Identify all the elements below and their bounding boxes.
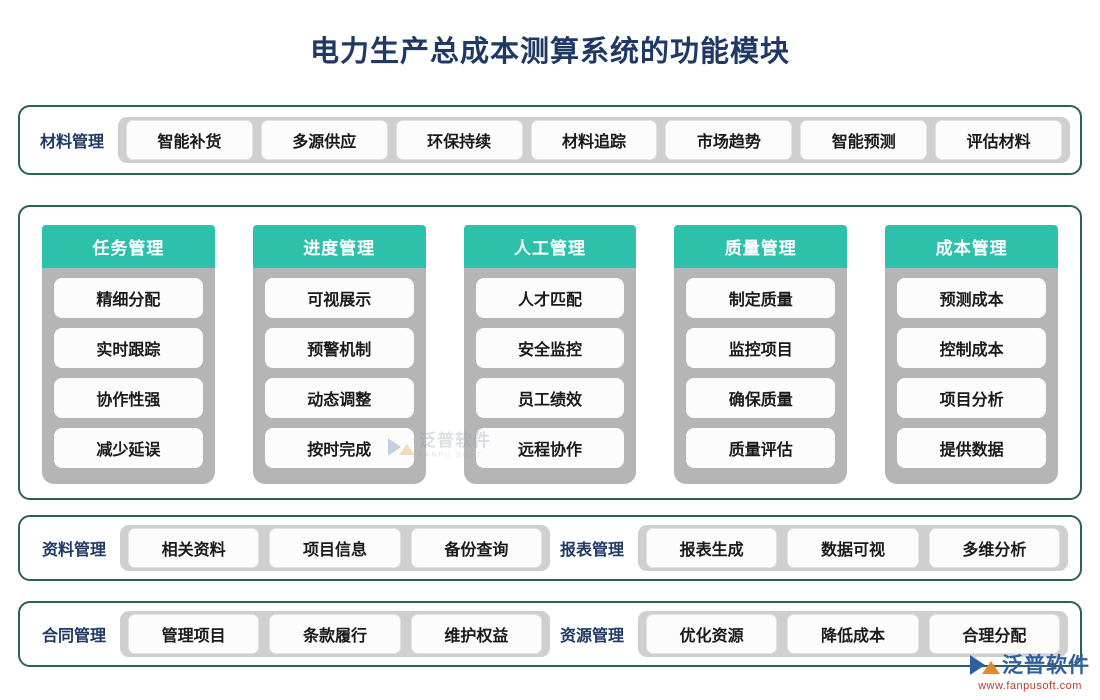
module-item[interactable]: 制定质量 [686,278,836,318]
docs-chip[interactable]: 项目信息 [269,528,401,568]
reports-chip[interactable]: 数据可视 [787,528,919,568]
column-body: 精细分配 实时跟踪 协作性强 减少延误 [42,268,215,484]
material-chip[interactable]: 评估材料 [935,120,1063,160]
column-body: 人才匹配 安全监控 员工绩效 远程协作 [463,268,637,484]
module-item[interactable]: 提供数据 [897,428,1046,468]
module-item[interactable]: 确保质量 [686,378,836,418]
reports-group-label: 报表管理 [560,542,625,559]
module-item[interactable]: 可视展示 [264,278,414,318]
resource-chip[interactable]: 优化资源 [646,614,778,654]
contract-chip-track: 管理项目 条款履行 维护权益 [120,611,550,657]
material-chip[interactable]: 多源供应 [260,120,388,160]
module-item[interactable]: 按时完成 [264,428,414,468]
module-item[interactable]: 预测成本 [897,278,1046,318]
contract-chip[interactable]: 管理项目 [128,614,260,654]
module-item[interactable]: 实时跟踪 [54,328,203,368]
resource-chip[interactable]: 合理分配 [928,614,1060,654]
reports-chip[interactable]: 报表生成 [646,528,778,568]
module-item[interactable]: 精细分配 [54,278,203,318]
material-row-strip: 材料管理 智能补货 多源供应 环保持续 材料追踪 市场趋势 智能预测 评估材料 [20,107,1080,173]
module-column-progress: 进度管理 可视展示 预警机制 动态调整 按时完成 [252,225,426,484]
module-item[interactable]: 减少延误 [54,428,203,468]
module-item[interactable]: 远程协作 [475,428,625,468]
docs-chip[interactable]: 相关资料 [128,528,260,568]
column-header: 进度管理 [252,225,426,268]
docs-reports-strip: 资料管理 相关资料 项目信息 备份查询 报表管理 报表生成 数据可视 多维分析 [20,517,1080,579]
module-item[interactable]: 安全监控 [475,328,625,368]
brand-url: www.fanpusoft.com [978,680,1082,692]
column-header: 质量管理 [674,225,848,268]
docs-chip[interactable]: 备份查询 [410,528,542,568]
module-item[interactable]: 监控项目 [686,328,836,368]
resource-chip-track: 优化资源 降低成本 合理分配 [638,611,1068,657]
module-item[interactable]: 预警机制 [264,328,414,368]
module-item[interactable]: 员工绩效 [475,378,625,418]
docs-reports-panel: 资料管理 相关资料 项目信息 备份查询 报表管理 报表生成 数据可视 多维分析 [18,515,1082,581]
column-header: 成本管理 [885,225,1058,268]
module-column-labor: 人工管理 人才匹配 安全监控 员工绩效 远程协作 [463,225,637,484]
column-body: 制定质量 监控项目 确保质量 质量评估 [674,268,848,484]
resource-chip[interactable]: 降低成本 [787,614,919,654]
docs-chip-track: 相关资料 项目信息 备份查询 [120,525,550,571]
reports-chip[interactable]: 多维分析 [928,528,1060,568]
module-item[interactable]: 协作性强 [54,378,203,418]
module-item[interactable]: 人才匹配 [475,278,625,318]
contract-resource-strip: 合同管理 管理项目 条款履行 维护权益 资源管理 优化资源 降低成本 合理分配 [20,603,1080,665]
reports-chip-track: 报表生成 数据可视 多维分析 [638,525,1068,571]
group-contract: 合同管理 管理项目 条款履行 维护权益 [32,611,550,657]
modules-grid-panel: 任务管理 精细分配 实时跟踪 协作性强 减少延误 进度管理 可视展示 预警机制 … [18,205,1082,500]
material-chip[interactable]: 环保持续 [395,120,523,160]
module-column-task: 任务管理 精细分配 实时跟踪 协作性强 减少延误 [42,225,215,484]
contract-group-label: 合同管理 [42,628,107,645]
module-item[interactable]: 项目分析 [897,378,1046,418]
contract-resource-panel: 合同管理 管理项目 条款履行 维护权益 资源管理 优化资源 降低成本 合理分配 [18,601,1082,667]
module-item[interactable]: 质量评估 [686,428,836,468]
modules-grid: 任务管理 精细分配 实时跟踪 协作性强 减少延误 进度管理 可视展示 预警机制 … [20,207,1080,498]
material-row-label: 材料管理 [40,134,105,151]
material-management-panel: 材料管理 智能补货 多源供应 环保持续 材料追踪 市场趋势 智能预测 评估材料 [18,105,1082,175]
column-header: 任务管理 [42,225,215,268]
module-item[interactable]: 控制成本 [897,328,1046,368]
material-chip-track: 智能补货 多源供应 环保持续 材料追踪 市场趋势 智能预测 评估材料 [118,117,1070,163]
group-reports: 报表管理 报表生成 数据可视 多维分析 [550,525,1068,571]
column-body: 可视展示 预警机制 动态调整 按时完成 [252,268,426,484]
module-item[interactable]: 动态调整 [264,378,414,418]
material-chip[interactable]: 材料追踪 [530,120,658,160]
group-resource: 资源管理 优化资源 降低成本 合理分配 [550,611,1068,657]
column-body: 预测成本 控制成本 项目分析 提供数据 [885,268,1058,484]
column-header: 人工管理 [463,225,637,268]
resource-group-label: 资源管理 [560,628,625,645]
material-chip[interactable]: 智能预测 [800,120,928,160]
module-column-quality: 质量管理 制定质量 监控项目 确保质量 质量评估 [674,225,848,484]
group-docs: 资料管理 相关资料 项目信息 备份查询 [32,525,550,571]
contract-chip[interactable]: 条款履行 [269,614,401,654]
material-chip[interactable]: 智能补货 [126,120,253,160]
page-title: 电力生产总成本测算系统的功能模块 [309,36,790,68]
docs-group-label: 资料管理 [42,542,107,559]
module-column-cost: 成本管理 预测成本 控制成本 项目分析 提供数据 [885,225,1058,484]
contract-chip[interactable]: 维护权益 [410,614,542,654]
material-chip[interactable]: 市场趋势 [665,120,793,160]
